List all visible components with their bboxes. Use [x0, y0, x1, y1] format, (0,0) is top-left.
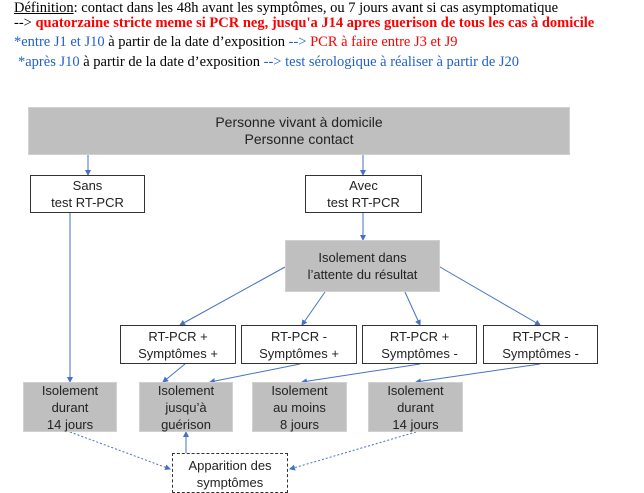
root-line-2: Personne contact [244, 131, 354, 147]
case-line: Symptômes - [381, 345, 458, 361]
apparition-line-2: symptômes [196, 475, 264, 490]
pcr-action: PCR à faire entre J3 et J9 [310, 34, 458, 50]
outcome-line: guérison [161, 416, 211, 432]
outcome-line: 14 jours [392, 416, 439, 432]
case-line: Symptômes + [138, 345, 218, 361]
outcome-line: 8 jours [279, 416, 320, 432]
attente-box: Isolement dans l’attente du résultat [285, 240, 440, 292]
attente-line-1: Isolement dans [318, 250, 407, 265]
sans-line-1: Sans [72, 178, 103, 193]
outcome-line: Isolement [387, 382, 444, 398]
case-box-4: RT-PCR -Symptômes - [483, 325, 598, 364]
attente-line-2: l’attente du résultat [307, 267, 418, 282]
serology-ref: à partir de la date d’exposition [83, 54, 261, 70]
sans-line-2: test RT-PCR [51, 195, 124, 210]
apparition-line-1: Apparition des [188, 458, 272, 473]
outcome-line: Isolement [41, 382, 99, 398]
case-line: Symptômes + [259, 345, 339, 361]
definition-label: Définition [14, 0, 74, 16]
case-line: RT-PCR - [270, 328, 328, 344]
definition-line: Définition: contact dans les 48h avant l… [14, 0, 558, 16]
quarantine-line: --> quatorzaine stricte meme si PCR neg,… [14, 15, 594, 32]
apparition-box: Apparition des symptômes [172, 453, 288, 493]
outcome-line: au moins [273, 399, 326, 415]
sans-test-box: Sans test RT-PCR [30, 175, 145, 213]
case-line: Symptômes - [502, 345, 579, 361]
pcr-arrow: --> [288, 34, 307, 50]
case-box-1: RT-PCR +Symptômes + [120, 325, 236, 364]
definition-text: : contact dans les 48h avant les symptôm… [73, 0, 559, 16]
serology-line: *après J10 à partir de la date d’exposit… [18, 54, 519, 71]
outcome-line: jusqu’à [165, 399, 207, 415]
outcome-line: durant [51, 399, 89, 415]
case-line: RT-PCR - [512, 328, 569, 344]
serology-action: test sérologique à réaliser à partir de … [285, 54, 520, 70]
outcome-line: 14 jours [46, 416, 94, 432]
case-box-2: RT-PCR -Symptômes + [241, 325, 357, 364]
serology-arrow: --> [263, 54, 282, 70]
flow-arrows [67, 155, 541, 471]
avec-line-1: Avec [349, 178, 378, 193]
pcr-period: *entre J1 et J10 [14, 34, 105, 50]
pcr-line: *entre J1 et J10 à partir de la date d’e… [14, 34, 457, 51]
quarantine-text: quatorzaine stricte meme si PCR neg, jus… [35, 15, 595, 31]
case-box-3: RT-PCR +Symptômes - [362, 325, 477, 364]
arrow-text: --> [14, 15, 32, 31]
avec-line-2: test RT-PCR [327, 195, 400, 210]
root-line-1: Personne vivant à domicile [215, 114, 383, 130]
case-line: RT-PCR + [389, 328, 450, 344]
serology-period: *après J10 [18, 54, 80, 70]
outcome-line: Isolement [271, 382, 328, 398]
pcr-ref: à partir de la date d’exposition [108, 34, 285, 50]
avec-test-box: Avec test RT-PCR [305, 175, 422, 213]
outcome-line: Isolement [157, 382, 215, 398]
outcome-line: durant [397, 399, 434, 415]
case-line: RT-PCR + [148, 328, 208, 344]
